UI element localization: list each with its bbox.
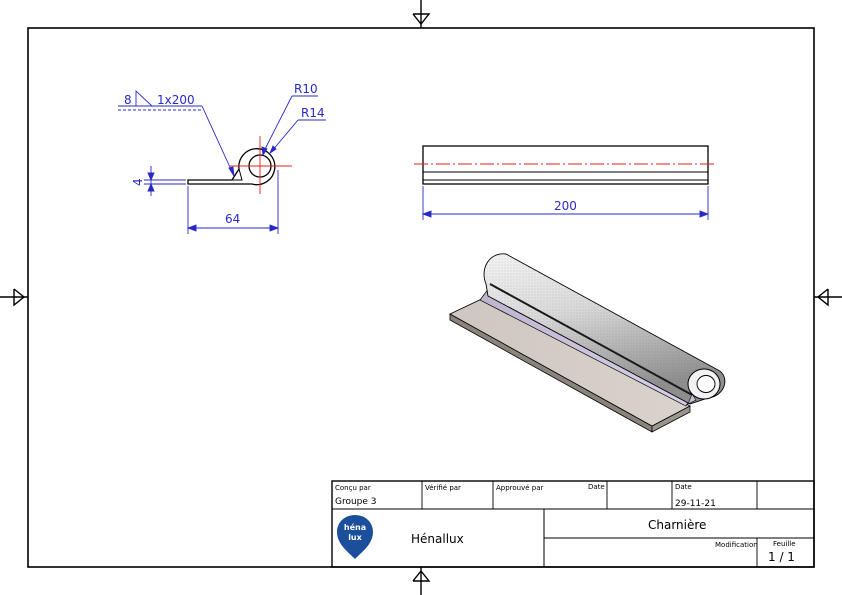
date-label-2: Date: [675, 483, 692, 491]
modification-label: Modification: [715, 541, 758, 549]
approved-by-label: Approuvé par: [496, 484, 544, 492]
title-block: [331, 480, 815, 568]
part-name: Charnière: [648, 518, 706, 532]
inner-radius-label: R10: [294, 82, 318, 96]
profile-length-dimension: [186, 170, 280, 234]
hinge-length-dimension: [421, 186, 710, 220]
designed-by-value: Groupe 3: [335, 497, 377, 507]
thickness-dimension: [144, 166, 186, 196]
sheet-frame: [27, 27, 815, 568]
checked-by-label: Vérifié par: [425, 484, 461, 492]
thickness-label: 4: [131, 178, 145, 186]
date-value: 29-11-21: [675, 499, 716, 509]
sheet-value: 1 / 1: [768, 550, 795, 564]
designed-by-label: Conçu par: [335, 484, 371, 492]
weld-symbol: [118, 89, 235, 177]
hinge-length-label: 200: [554, 199, 577, 213]
school-name: Hénallux: [411, 532, 464, 546]
weld-size-label: 8: [124, 93, 132, 107]
date-label-1: Date: [588, 483, 605, 491]
sheet-label: Feuille: [773, 540, 796, 548]
profile-length-label: 64: [225, 212, 240, 226]
center-mark-right: [814, 288, 842, 307]
inner-radius-leader: [261, 95, 318, 157]
henallux-logo: héna lux: [337, 515, 373, 559]
outer-radius-label: R14: [301, 106, 325, 120]
isometric-view: [449, 253, 726, 433]
logo-text-bottom: lux: [348, 533, 362, 542]
profile-view: [187, 136, 292, 194]
center-mark-bottom: [412, 567, 431, 595]
center-mark-top: [412, 0, 431, 28]
logo-text-top: héna: [344, 522, 366, 532]
top-view: [414, 145, 716, 185]
outer-radius-leader: [268, 119, 326, 155]
center-mark-left: [0, 288, 28, 307]
weld-spec-label: 1x200: [157, 93, 195, 107]
